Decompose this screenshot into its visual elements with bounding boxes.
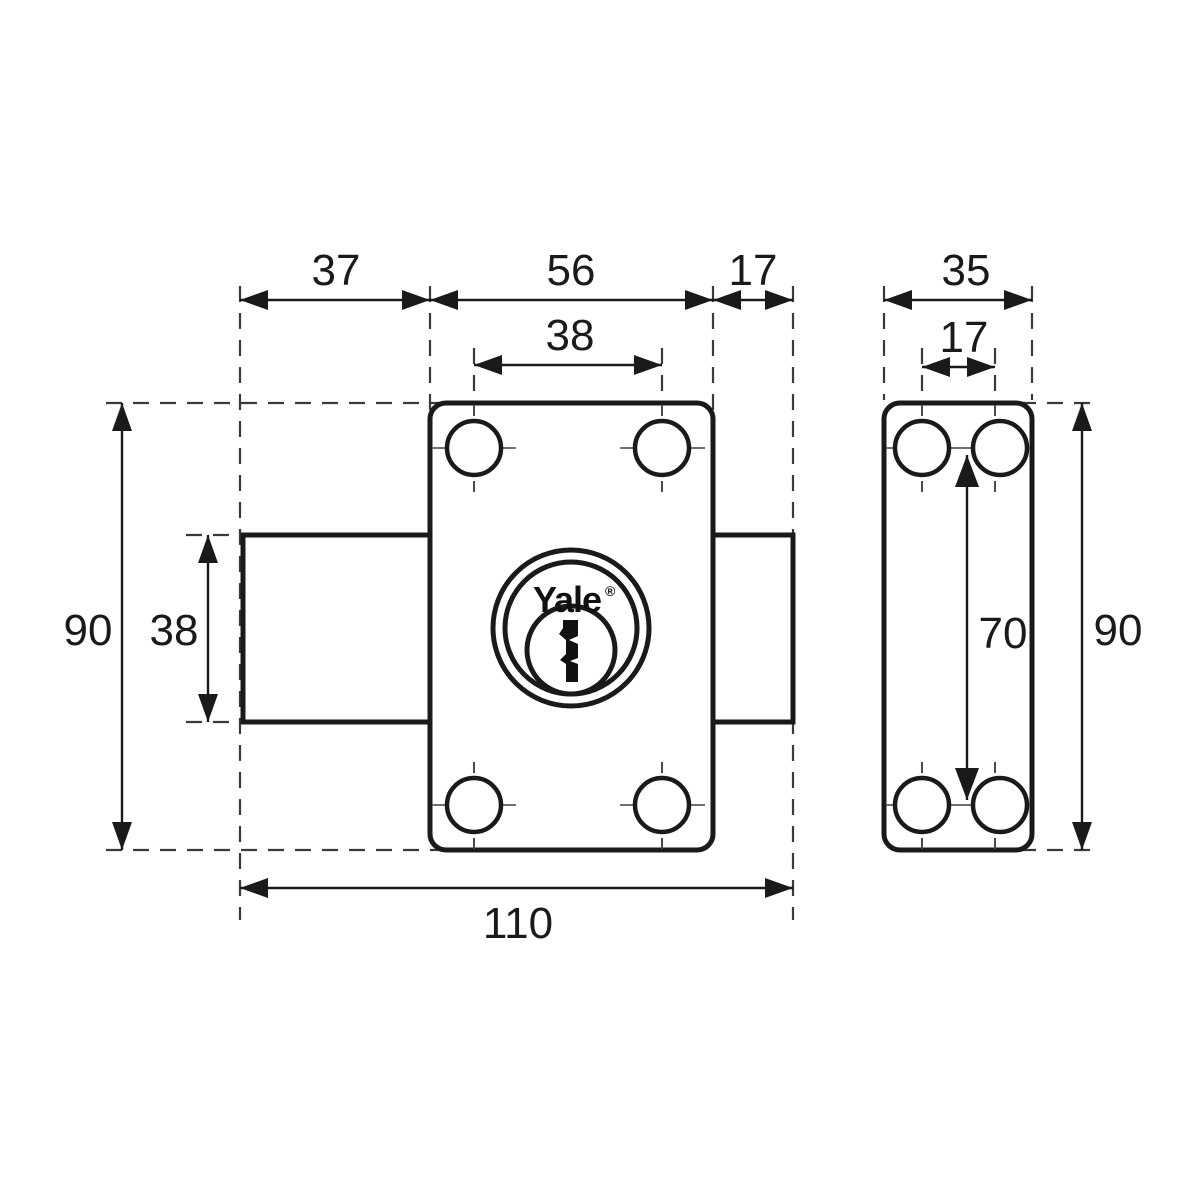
side-fixing-hole-bottom-right [970,775,1030,835]
dimension-38-top-label: 38 [546,311,595,360]
dimension-17-side-label: 17 [940,313,989,362]
keyway-icon [559,620,578,682]
side-view-plate [881,400,1035,853]
front-view-left-strike [240,532,443,725]
dimension-35: 35 [884,246,1032,310]
dimension-17-front: 17 [713,246,793,310]
dimension-37-label: 37 [312,246,361,295]
dimension-110: 110 [240,878,793,948]
yale-registered-mark-icon: ® [605,583,616,599]
dimension-90-left-label: 90 [64,606,113,655]
dimension-56-label: 56 [547,246,596,295]
dimension-37: 37 [240,246,430,310]
dimension-90-right-label: 90 [1094,606,1143,655]
dimension-38-top: 38 [474,311,662,375]
front-view-construction-lines [106,286,795,920]
front-view-fixing-holes [444,418,692,835]
yale-logo-text: Yale [533,579,601,620]
lock-cylinder: Yale ® [490,547,652,709]
dimension-90-left: 90 [64,403,132,850]
dimension-110-label: 110 [483,899,553,948]
dimension-35-label: 35 [942,246,991,295]
dimension-17-front-label: 17 [729,246,778,295]
dimension-70: 70 [955,455,1027,800]
side-fixing-hole-top-left [892,418,952,478]
dimension-70-label: 70 [979,609,1028,658]
fixing-hole-top-left [444,418,504,478]
dimension-17-side: 17 [922,313,995,377]
side-fixing-hole-top-right [970,418,1030,478]
side-view-fixing-holes [892,418,1030,835]
dimension-90-right: 90 [1072,403,1142,850]
fixing-hole-bottom-left [444,775,504,835]
side-fixing-hole-bottom-left [892,775,952,835]
fixing-hole-bottom-right [632,775,692,835]
dimension-38-left: 38 [150,535,218,722]
fixing-hole-top-right [632,418,692,478]
dimension-56: 56 [430,246,713,310]
dimension-38-left-label: 38 [150,606,199,655]
